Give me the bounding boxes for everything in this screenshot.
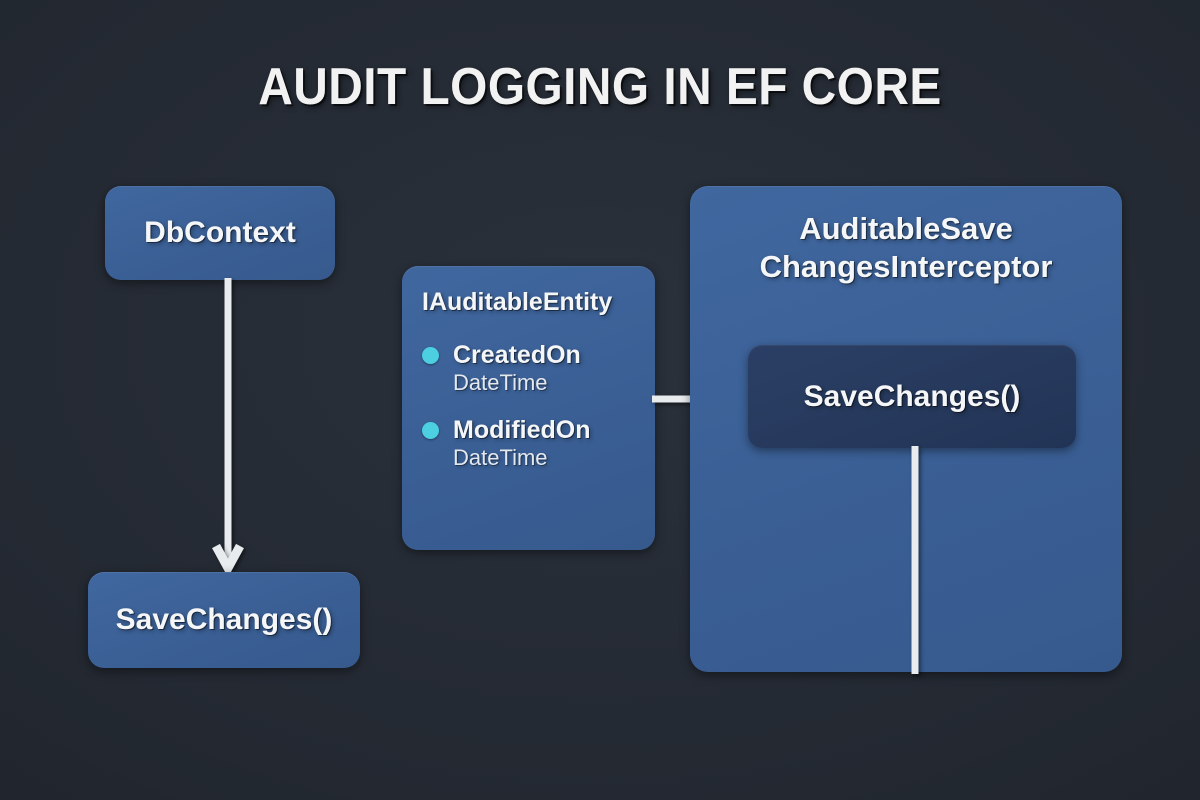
- bullet-icon: [422, 347, 439, 364]
- node-dbcontext-label: DbContext: [144, 216, 296, 249]
- card-auditable-entity-title: IAuditableEntity: [422, 288, 613, 316]
- panel-title-line-1: AuditableSave: [799, 211, 1013, 246]
- list-item-createdon: CreatedOn DateTime: [422, 341, 655, 396]
- panel-title-line-2: ChangesInterceptor: [759, 248, 1053, 284]
- property-list: CreatedOn DateTime ModifiedOn DateTime: [422, 341, 655, 471]
- node-savechanges-inner-label: SaveChanges(): [803, 379, 1021, 413]
- bullet-icon: [422, 422, 439, 439]
- list-item-modifiedon: ModifiedOn DateTime: [422, 416, 655, 471]
- property-type: DateTime: [453, 370, 548, 395]
- property-name: ModifiedOn: [453, 416, 591, 444]
- property-type: DateTime: [453, 445, 548, 470]
- property-name: CreatedOn: [453, 341, 581, 369]
- page-title: AUDIT LOGGING IN EF CORE: [258, 58, 942, 116]
- card-auditable-entity[interactable]: IAuditableEntity CreatedOn DateTime Modi…: [402, 266, 655, 550]
- node-savechanges-left-label: SaveChanges(): [115, 603, 333, 636]
- node-savechanges-inner[interactable]: SaveChanges(): [748, 345, 1076, 448]
- node-dbcontext[interactable]: DbContext: [105, 186, 335, 280]
- arrow-dbcontext-to-savechanges: [212, 278, 244, 578]
- node-savechanges-left[interactable]: SaveChanges(): [88, 572, 360, 668]
